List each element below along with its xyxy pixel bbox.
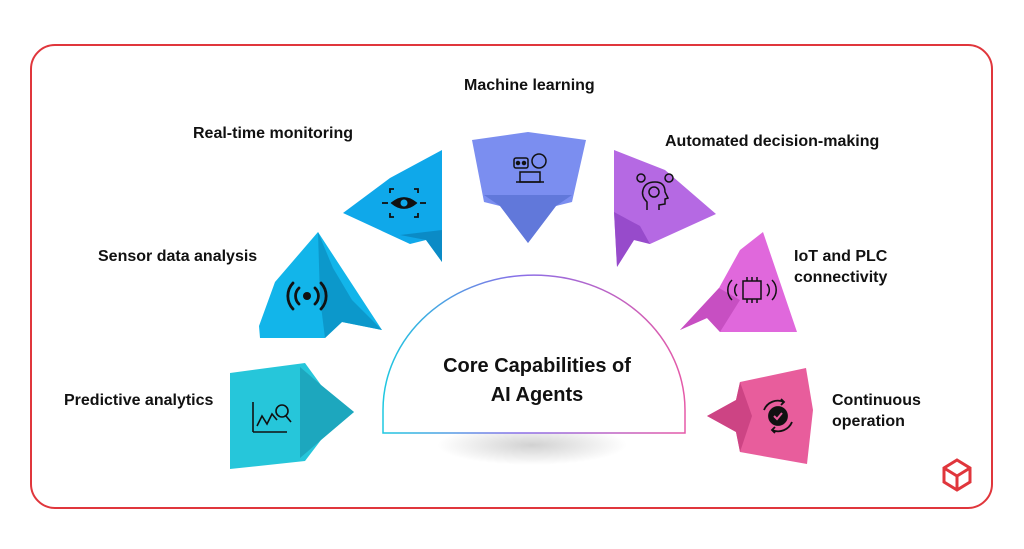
chart-magnifier-icon xyxy=(252,402,292,433)
label-real-time-monitoring: Real-time monitoring xyxy=(193,125,354,142)
title-line-1: Core Capabilities of xyxy=(443,355,631,377)
iot-chip-icon xyxy=(727,277,777,303)
label-machine-learning: Machine learning xyxy=(464,77,595,94)
label-continuous-line-2: operation xyxy=(832,412,905,430)
title-line-2: AI Agents xyxy=(490,384,584,406)
label-sensor-data-analysis: Sensor data analysis xyxy=(98,248,258,265)
segment-predictive-analytics xyxy=(230,363,354,469)
diagram-title: Core Capabilities of AI Agents xyxy=(443,352,631,410)
label-continuous-line-1: Continuous xyxy=(832,392,921,409)
label-iot-line-2: connectivity xyxy=(794,268,888,286)
label-continuous-operation: Continuous operation xyxy=(832,391,921,433)
head-question-icon xyxy=(636,173,674,210)
center-shadow xyxy=(437,425,627,465)
label-iot-plc-connectivity: IoT and PLC connectivity xyxy=(794,247,887,289)
signal-broadcast-icon xyxy=(286,281,328,311)
cube-logo-icon xyxy=(942,458,972,492)
outer-frame xyxy=(30,44,993,509)
segment-iot-plc-connectivity xyxy=(680,232,797,332)
gear-check-icon xyxy=(763,398,793,434)
segment-continuous-operation xyxy=(707,368,813,464)
center-semicircle xyxy=(382,274,686,434)
segment-real-time-monitoring xyxy=(343,150,442,262)
segment-machine-learning xyxy=(472,132,586,243)
robot-gear-icon xyxy=(513,153,547,183)
label-automated-decision-making: Automated decision-making xyxy=(665,133,880,150)
label-iot-line-1: IoT and PLC xyxy=(794,248,888,265)
segment-automated-decision-making xyxy=(614,150,716,267)
segment-sensor-data-analysis xyxy=(259,232,382,338)
label-predictive-analytics: Predictive analytics xyxy=(64,392,214,409)
eye-focus-icon xyxy=(382,188,426,218)
